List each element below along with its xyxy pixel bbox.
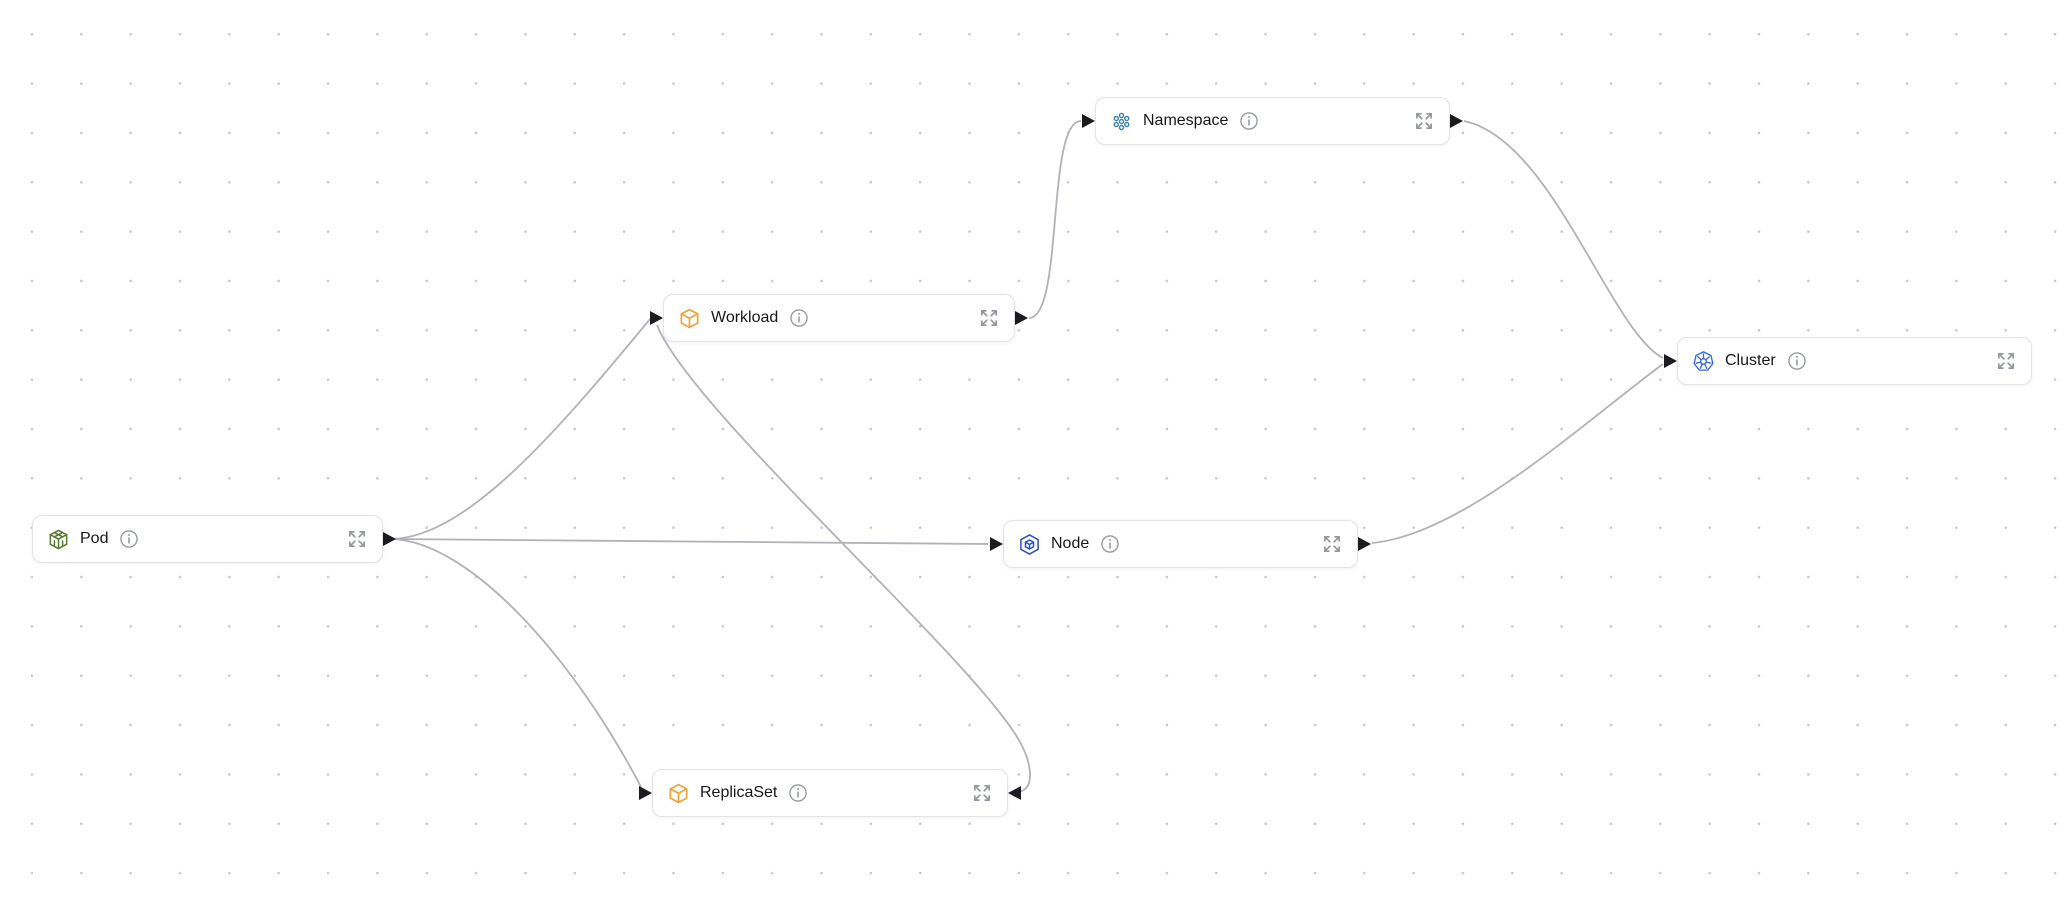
info-icon[interactable] bbox=[118, 528, 140, 550]
workload-cube-icon bbox=[678, 307, 701, 330]
pod-icon bbox=[47, 528, 70, 551]
edge-pod-replicaset[interactable] bbox=[391, 538, 642, 788]
expand-icon[interactable] bbox=[1413, 110, 1435, 132]
expand-icon[interactable] bbox=[1995, 350, 2017, 372]
handle-node-left[interactable] bbox=[990, 537, 1003, 551]
node-label: ReplicaSet bbox=[700, 784, 778, 801]
node-icon bbox=[1018, 533, 1041, 556]
node-label: Pod bbox=[80, 530, 109, 547]
node-node[interactable]: Node bbox=[1003, 520, 1358, 568]
expand-icon[interactable] bbox=[346, 528, 368, 550]
info-icon[interactable] bbox=[1786, 350, 1808, 372]
handle-workload-left[interactable] bbox=[650, 311, 663, 325]
info-icon[interactable] bbox=[787, 782, 809, 804]
edge-node-cluster[interactable] bbox=[1371, 363, 1664, 544]
expand-icon[interactable] bbox=[971, 782, 993, 804]
handle-namespace-left[interactable] bbox=[1082, 114, 1095, 128]
node-label: Cluster bbox=[1725, 352, 1776, 369]
handle-namespace-right[interactable] bbox=[1450, 114, 1463, 128]
namespace-icon bbox=[1110, 110, 1133, 133]
handle-pod-right[interactable] bbox=[383, 532, 396, 546]
info-icon[interactable] bbox=[788, 307, 810, 329]
node-workload[interactable]: Workload bbox=[663, 294, 1015, 342]
replicaset-cube-icon bbox=[667, 782, 690, 805]
edge-workload-replicaset[interactable] bbox=[656, 324, 1031, 793]
edge-namespace-cluster[interactable] bbox=[1463, 120, 1664, 359]
node-namespace[interactable]: Namespace bbox=[1095, 97, 1450, 145]
node-label: Node bbox=[1051, 535, 1090, 552]
node-label: Namespace bbox=[1143, 112, 1229, 129]
cluster-icon bbox=[1692, 350, 1715, 373]
handle-replicaset-right[interactable] bbox=[1008, 786, 1021, 800]
expand-icon[interactable] bbox=[1321, 533, 1343, 555]
edge-pod-node[interactable] bbox=[391, 538, 989, 545]
edge-workload-namespace[interactable] bbox=[1028, 120, 1082, 319]
handle-replicaset-left[interactable] bbox=[639, 786, 652, 800]
info-icon[interactable] bbox=[1238, 110, 1260, 132]
node-cluster[interactable]: Cluster bbox=[1677, 337, 2032, 385]
handle-cluster-left[interactable] bbox=[1664, 354, 1677, 368]
expand-icon[interactable] bbox=[978, 307, 1000, 329]
node-label: Workload bbox=[711, 309, 779, 326]
node-pod[interactable]: Pod bbox=[32, 515, 383, 563]
info-icon[interactable] bbox=[1099, 533, 1121, 555]
edge-pod-workload[interactable] bbox=[391, 318, 651, 540]
node-replicaset[interactable]: ReplicaSet bbox=[652, 769, 1008, 817]
handle-node-right[interactable] bbox=[1358, 537, 1371, 551]
handle-workload-right[interactable] bbox=[1015, 311, 1028, 325]
